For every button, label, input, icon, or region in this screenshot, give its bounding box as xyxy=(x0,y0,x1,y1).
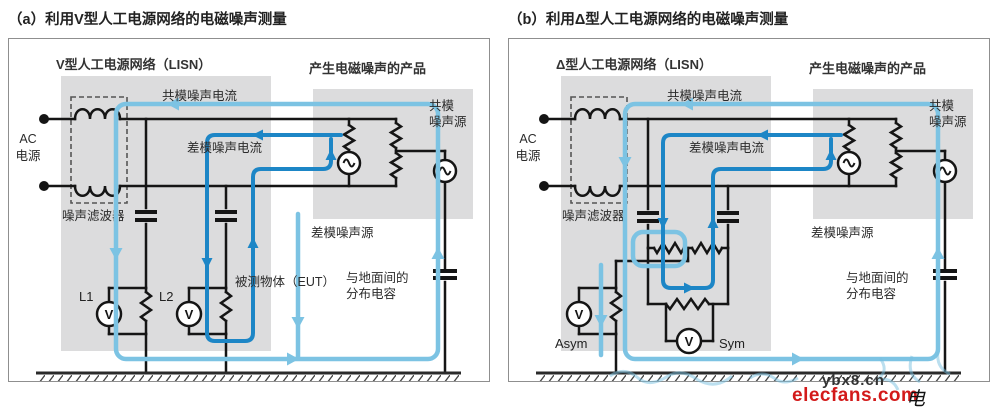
noise-filter-label: 噪声滤波器 xyxy=(562,209,625,223)
panel-b-title: （b）利用Δ型人工电源网络的电磁噪声测量 xyxy=(508,12,789,28)
cm-source-label-line2: 噪声源 xyxy=(429,115,467,129)
dm-source-label: 差模噪声源 xyxy=(311,226,374,240)
voltmeter-l2: V xyxy=(175,300,203,328)
capacitors xyxy=(135,210,457,280)
meter2-label: L2 xyxy=(159,289,173,304)
differential-mode-current-path xyxy=(201,129,343,343)
noise-filter-label: 噪声滤波器 xyxy=(62,209,125,223)
panel-b-delta-lisn: Δ型人工电源网络（LISN） 产生电磁噪声的产品 AC 电源 噪声滤波器 xyxy=(508,38,990,386)
circuit-wires xyxy=(542,117,947,375)
ac-source-terminals: AC 电源 xyxy=(15,114,49,191)
common-mode-current-path xyxy=(594,97,945,366)
cm-source-label-line1: 共模 xyxy=(929,99,955,113)
differential-mode-current-path xyxy=(657,129,843,294)
lisn-box-label: Δ型人工电源网络（LISN） xyxy=(556,57,712,72)
product-box-label: 产生电磁噪声的产品 xyxy=(809,61,926,76)
noise-product-box xyxy=(313,89,473,219)
ground-cap-label-line2: 分布电容 xyxy=(846,286,896,301)
panel-a-title: （a）利用V型人工电源网络的电磁噪声测量 xyxy=(8,12,287,28)
noise-product-box xyxy=(813,89,973,219)
cm-source-label-line2: 噪声源 xyxy=(929,115,967,129)
inductor-bottom-icon xyxy=(73,184,122,197)
watermark-site-red: elecfans.com xyxy=(792,385,919,406)
inductor-top-icon xyxy=(573,108,622,121)
cm-source-label-line1: 共模 xyxy=(429,99,455,113)
panel-a-circuit-diagram: V型人工电源网络（LISN） 产生电磁噪声的产品 AC 电源 噪声滤波器 xyxy=(15,57,473,386)
ac-source-terminals: AC 电源 xyxy=(515,114,549,191)
ground-cap-label-line1: 与地面间的 xyxy=(846,270,909,285)
dm-current-label: 差模噪声电流 xyxy=(187,141,263,155)
ground-plane xyxy=(536,371,961,386)
panel-b-circuit-diagram: Δ型人工电源网络（LISN） 产生电磁噪声的产品 AC 电源 噪声滤波器 xyxy=(515,57,973,386)
voltmeter-symbol: V xyxy=(105,307,114,322)
ground-cap-label-line1: 与地面间的 xyxy=(346,270,409,285)
noise-filter: 噪声滤波器 xyxy=(62,96,128,223)
meter1-label: Asym xyxy=(555,336,588,351)
ac-label-line2: 电源 xyxy=(15,149,41,163)
inductor-top-icon xyxy=(73,108,122,121)
voltmeter-symbol: V xyxy=(185,307,194,322)
ac-label-line1: AC xyxy=(519,132,536,146)
ground-cap-label-line2: 分布电容 xyxy=(346,286,396,301)
product-box-label: 产生电磁噪声的产品 xyxy=(309,61,426,76)
common-mode-current-path xyxy=(109,97,445,366)
ac-label-line2: 电源 xyxy=(515,149,541,163)
voltmeter-sym: V xyxy=(675,327,703,355)
cm-current-label: 共模噪声电流 xyxy=(667,89,743,103)
inductor-bottom-icon xyxy=(573,184,622,197)
voltmeter-asym: V xyxy=(565,300,593,328)
meter1-label: L1 xyxy=(79,289,93,304)
voltmeter-symbol: V xyxy=(575,307,584,322)
voltmeter-symbol: V xyxy=(685,334,694,349)
differential-noise-source-icon xyxy=(336,150,362,176)
ground-plane xyxy=(36,371,461,386)
cm-current-label: 共模噪声电流 xyxy=(162,89,238,103)
dm-current-label: 差模噪声电流 xyxy=(689,141,765,155)
ac-label-line1: AC xyxy=(19,132,36,146)
panel-a-v-lisn: V型人工电源网络（LISN） 产生电磁噪声的产品 AC 电源 噪声滤波器 xyxy=(8,38,490,386)
differential-noise-source-icon xyxy=(836,150,862,176)
meter2-label: Sym xyxy=(719,336,745,351)
eut-label: 被测物体（EUT） xyxy=(235,275,335,289)
lisn-box-label: V型人工电源网络（LISN） xyxy=(56,57,211,72)
dm-source-label: 差模噪声源 xyxy=(811,226,874,240)
watermark-site-cjk: 电子发烧友 xyxy=(906,389,929,410)
